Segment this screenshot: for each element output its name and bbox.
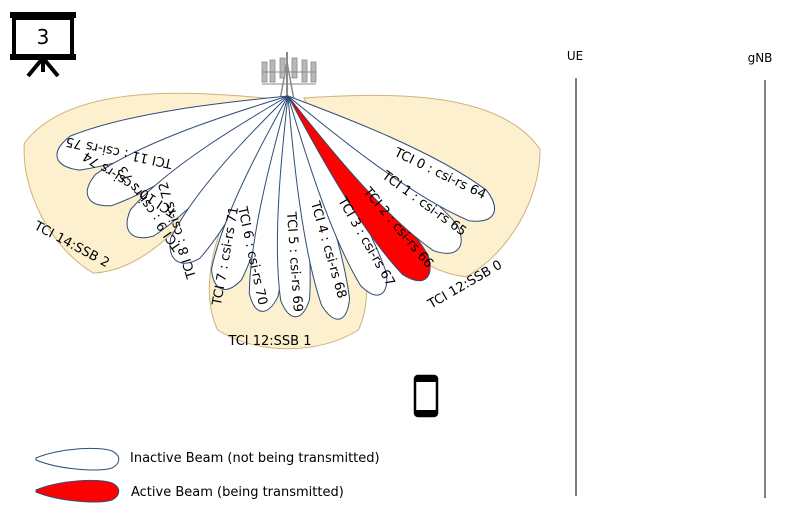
lifeline-gnb-label: gNB xyxy=(748,51,773,65)
legend-inactive-beam xyxy=(35,447,120,471)
smartphone-icon xyxy=(413,374,439,418)
legend-active-beam xyxy=(35,479,120,503)
lifeline-ue-label: UE xyxy=(567,49,583,63)
cell-tower-icon xyxy=(261,52,317,101)
step-number: 3 xyxy=(37,25,50,49)
lifeline-ue: UE xyxy=(567,49,583,496)
legend: Inactive Beam (not being transmitted) Ac… xyxy=(35,447,380,503)
legend-active-label: Active Beam (being transmitted) xyxy=(131,485,344,500)
presentation-board-icon: 3 xyxy=(10,12,76,78)
beam-inactive xyxy=(287,95,495,222)
beam-label: TCI 5 : csi-rs 69 xyxy=(283,211,305,313)
ssb-group-label: TCI 12:SSB 1 xyxy=(228,334,312,349)
legend-inactive-label: Inactive Beam (not being transmitted) xyxy=(130,451,380,466)
lifeline-gnb: gNB xyxy=(748,51,773,498)
